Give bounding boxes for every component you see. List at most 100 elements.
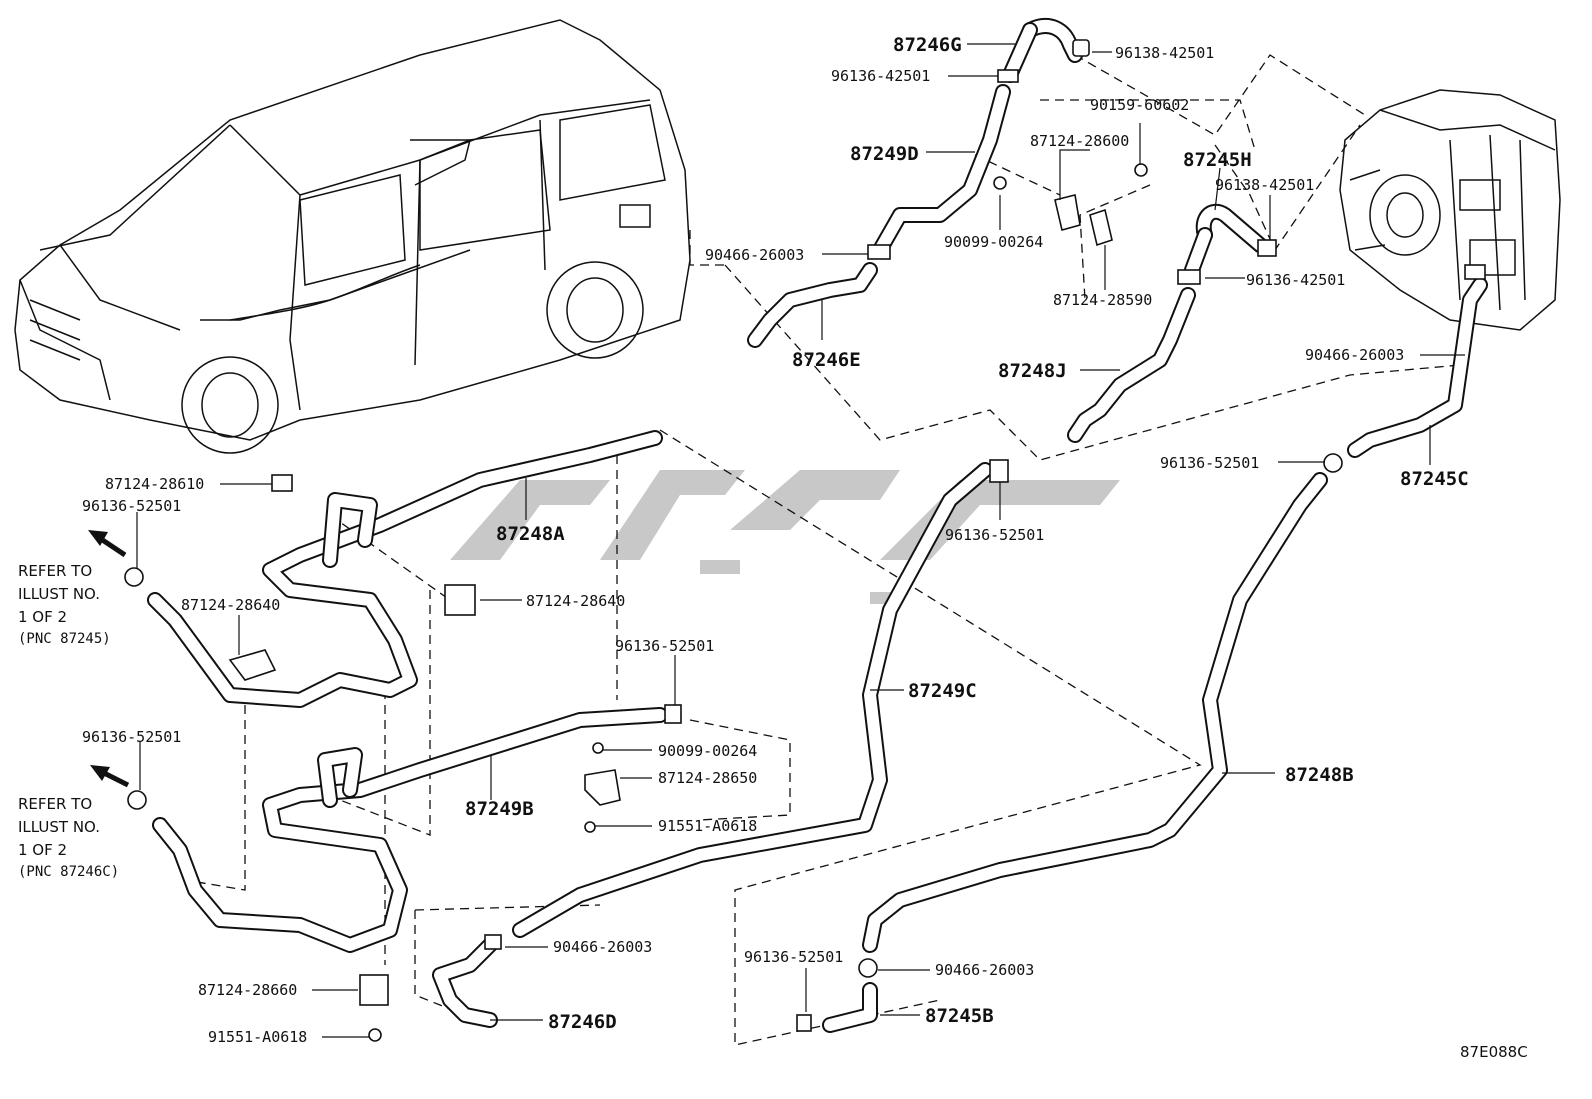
- clamps-and-parts: [124, 39, 1486, 1042]
- clamp-part: [127, 790, 147, 810]
- clamp-part: [124, 567, 144, 587]
- hose-87245C: [1347, 277, 1488, 458]
- note-line: ILLUST NO.: [18, 585, 100, 603]
- note-line: ILLUST NO.: [18, 818, 100, 836]
- bolt-part: [993, 176, 1007, 190]
- note-line: 1 OF 2: [18, 608, 67, 626]
- part-label: 96138-42501: [1215, 176, 1314, 194]
- clip-part: [271, 474, 293, 492]
- part-label: 90466-26003: [935, 961, 1034, 979]
- vehicle-illustration: [14, 19, 691, 454]
- clamp-part: [997, 69, 1019, 83]
- part-label: 87124-28650: [658, 769, 757, 787]
- part-label: 87124-28660: [198, 981, 297, 999]
- hose-87248J: [1067, 287, 1196, 443]
- clamp-part: [1177, 269, 1201, 285]
- label-87248B: 87248B: [1285, 764, 1354, 786]
- part-label: 91551-A0618: [208, 1028, 307, 1046]
- note-line: (PNC 87246C): [18, 864, 119, 880]
- hose-87249C: [512, 462, 993, 938]
- label-87248A: 87248A: [496, 523, 565, 545]
- watermark-logo: [450, 470, 1120, 604]
- bracket-part: [1054, 194, 1081, 231]
- label-87249C: 87249C: [908, 680, 977, 702]
- hose-87246G: [1002, 18, 1083, 83]
- part-label: 90159-60602: [1090, 96, 1189, 114]
- hose-87246D: [432, 937, 498, 1028]
- label-87245H: 87245H: [1183, 149, 1252, 171]
- part-label: 91551-A0618: [658, 817, 757, 835]
- clip-part: [359, 974, 389, 1006]
- clamp-part: [796, 1014, 812, 1032]
- part-labels: 96138-42501 96136-42501 90159-60602 8712…: [82, 44, 1404, 1046]
- clamp-part: [1072, 39, 1090, 57]
- part-label: 96136-42501: [831, 67, 930, 85]
- part-label: 96138-42501: [1115, 44, 1214, 62]
- clamp-part: [1464, 264, 1486, 280]
- clip-part: [444, 584, 476, 616]
- label-87249D: 87249D: [850, 143, 919, 165]
- label-87249B: 87249B: [465, 798, 534, 820]
- part-label: 90466-26003: [553, 938, 652, 956]
- clamp-part: [867, 244, 891, 260]
- label-87248J: 87248J: [998, 360, 1067, 382]
- part-label: 87124-28600: [1030, 132, 1129, 150]
- part-label: 96136-52501: [82, 728, 181, 746]
- part-label: 90466-26003: [1305, 346, 1404, 364]
- hose-87248A: [147, 430, 663, 708]
- hose-87246E: [747, 262, 878, 348]
- label-87246E: 87246E: [792, 349, 861, 371]
- hose-labels: 87246G 87249D 87246E 87245H 87248J 87245…: [465, 34, 1469, 1033]
- hose-87249B: [152, 707, 668, 953]
- part-label: 96136-52501: [1160, 454, 1259, 472]
- bolt-part: [1134, 163, 1148, 177]
- part-label: 96136-52501: [744, 948, 843, 966]
- hose-87245B: [822, 982, 878, 1033]
- part-label: 90099-00264: [658, 742, 757, 760]
- clamp-part: [1257, 239, 1277, 257]
- part-label: 96136-42501: [1246, 271, 1345, 289]
- part-label: 90099-00264: [944, 233, 1043, 251]
- note-line: 1 OF 2: [18, 841, 67, 859]
- label-87246D: 87246D: [548, 1011, 617, 1033]
- arrow-icon: [88, 530, 108, 546]
- note-line: REFER TO: [18, 795, 92, 813]
- leader-lines: [136, 43, 1465, 1038]
- clamp-part: [989, 459, 1009, 483]
- part-label: 90466-26003: [705, 246, 804, 264]
- hoses: [147, 18, 1488, 1033]
- bolt-part: [368, 1028, 382, 1042]
- clamp-part: [858, 958, 878, 978]
- hose-87248B: [862, 472, 1328, 953]
- hose-87245H: [1184, 203, 1268, 278]
- part-label: 96136-52501: [615, 637, 714, 655]
- refer-note-2: REFER TO ILLUST NO. 1 OF 2 (PNC 87246C): [18, 795, 119, 880]
- label-87245C: 87245C: [1400, 468, 1469, 490]
- refer-arrows: [88, 530, 130, 788]
- part-label: 87124-28640: [526, 592, 625, 610]
- part-label: 87124-28590: [1053, 291, 1152, 309]
- bolt-part: [592, 742, 604, 754]
- hvac-unit-illustration: [1339, 89, 1561, 331]
- label-87246G: 87246G: [893, 34, 962, 56]
- figure-code: 87E088C: [1460, 1043, 1528, 1061]
- part-label: 87124-28640: [181, 596, 280, 614]
- note-line: (PNC 87245): [18, 631, 111, 647]
- clamp-part: [484, 934, 502, 950]
- bolt-part: [584, 821, 596, 833]
- hose-87249D: [872, 84, 1011, 258]
- bracket-part: [584, 769, 621, 806]
- part-label: 87124-28610: [105, 475, 204, 493]
- clip-part: [228, 649, 277, 681]
- note-line: REFER TO: [18, 562, 92, 580]
- bracket-part: [1089, 208, 1113, 247]
- part-label: 96136-52501: [945, 526, 1044, 544]
- clamp-part: [1323, 453, 1343, 473]
- clamp-part: [664, 704, 682, 724]
- arrow-icon: [90, 765, 110, 781]
- refer-note-1: REFER TO ILLUST NO. 1 OF 2 (PNC 87245): [18, 562, 111, 647]
- part-label: 96136-52501: [82, 497, 181, 515]
- label-87245B: 87245B: [925, 1005, 994, 1027]
